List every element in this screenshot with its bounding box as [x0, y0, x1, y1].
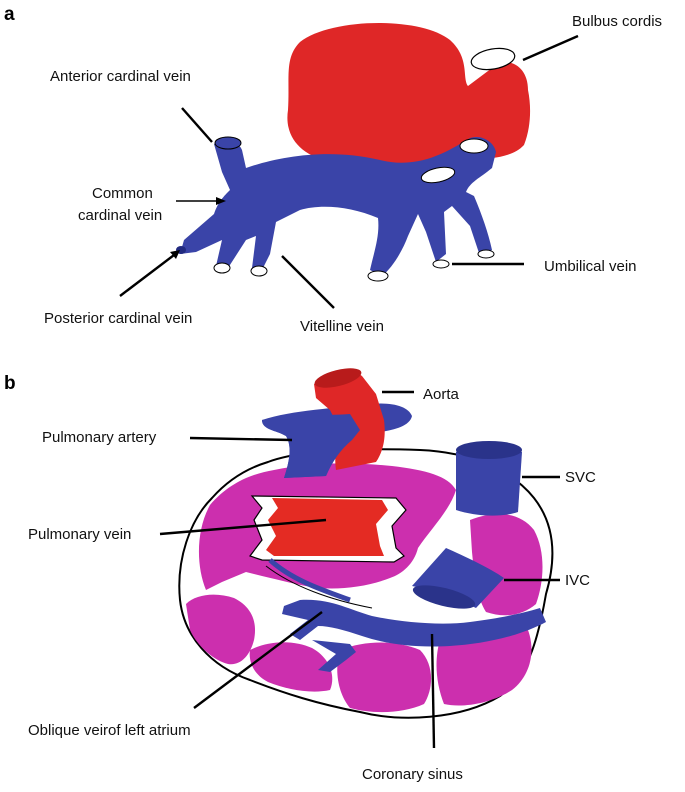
coronary-sinus-shape: [282, 599, 546, 647]
vitelline-opening-3: [367, 270, 389, 282]
label-posterior-cardinal-vein: Posterior cardinal vein: [44, 310, 192, 327]
label-common-cardinal-line1: Common: [92, 185, 153, 202]
atrium-region-lower-left: [186, 594, 256, 665]
posterior-cardinal-leader: [119, 251, 179, 297]
label-common-cardinal-line2: cardinal vein: [78, 207, 162, 224]
atrium-region-lower-mid: [249, 642, 333, 692]
common-cardinal-top-opening: [459, 138, 489, 154]
aorta-top: [314, 368, 362, 388]
ivc-opening: [412, 585, 476, 609]
posterior-cardinal-arrowhead: [170, 250, 180, 259]
panel-b-letter: b: [4, 373, 16, 394]
label-pulmonary-vein: Pulmonary vein: [28, 526, 131, 543]
vitelline-opening-1: [213, 262, 231, 274]
label-bulbus-cordis: Bulbus cordis: [572, 13, 662, 30]
coronary-sinus-leader: [430, 633, 436, 749]
label-pulmonary-artery: Pulmonary artery: [42, 429, 157, 446]
panel-a: a Bulbus cordis Anterior cardinal vein C…: [4, 4, 662, 335]
oblique-vein-leader: [193, 611, 323, 709]
label-coronary-sinus: Coronary sinus: [362, 766, 463, 783]
anterior-cardinal-leader: [181, 107, 213, 143]
label-aorta: Aorta: [423, 386, 460, 403]
anterior-cardinal-opening: [214, 136, 242, 150]
bulbus-cordis-opening: [470, 47, 516, 71]
vitelline-opening-2: [250, 265, 268, 277]
oblique-vein-branch: [312, 640, 356, 672]
label-vitelline-vein: Vitelline vein: [300, 318, 384, 335]
label-ivc: IVC: [565, 572, 590, 589]
common-cardinal-arrowhead: [216, 197, 226, 205]
umbilical-opening-2: [477, 249, 495, 259]
sinus-venosus-shape: [180, 136, 496, 276]
atrium-region-lower-right: [436, 629, 532, 706]
svc-top: [456, 441, 522, 459]
pulmonary-artery-leader: [189, 436, 293, 442]
pulmonary-vein-shape: [266, 498, 388, 556]
pulmonary-artery-front: [262, 414, 360, 478]
atrium-region-lower-center: [337, 642, 432, 713]
umbilical-opening-1: [432, 259, 450, 269]
panel-b: b: [4, 368, 596, 783]
vitelline-leader: [281, 255, 335, 309]
label-svc: SVC: [565, 469, 596, 486]
sinus-right-opening: [420, 166, 456, 184]
panel-a-letter: a: [4, 4, 15, 25]
label-umbilical-vein: Umbilical vein: [544, 258, 637, 275]
bulbus-cordis-leader: [522, 34, 579, 62]
bulbus-cordis-shape: [287, 22, 531, 176]
oblique-vein-upper: [268, 558, 351, 603]
label-anterior-cardinal-vein: Anterior cardinal vein: [50, 68, 191, 85]
ivc-shape: [412, 548, 504, 608]
oblique-vein-upper-edge: [265, 565, 373, 609]
pulmonary-vein-leader: [159, 518, 327, 536]
label-oblique-vein: Oblique veirof left atrium: [28, 722, 191, 739]
svc-shape: [456, 446, 522, 516]
